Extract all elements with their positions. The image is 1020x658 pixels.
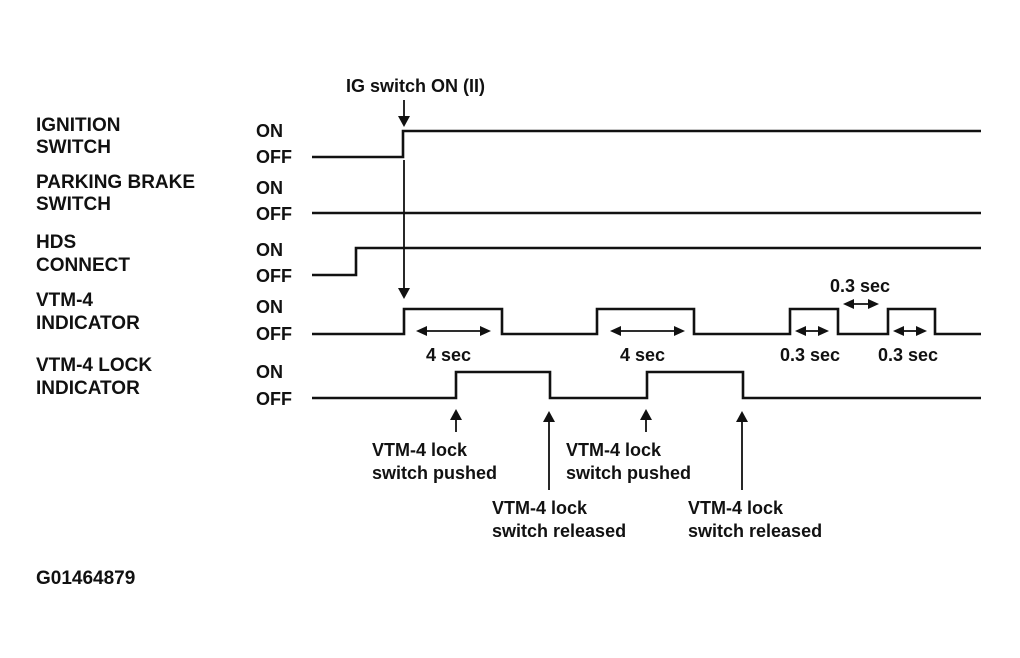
parking-brake-switch-label: PARKING BRAKE SWITCH	[36, 172, 200, 215]
parking-off-label: OFF	[256, 204, 292, 224]
lock-switch-released-caption-2: VTM-4 lock switch released	[688, 498, 822, 541]
lock-off-label: OFF	[256, 389, 292, 409]
vtm4-4sec-label-1: 4 sec	[426, 345, 471, 365]
blink-on-label-1: 0.3 sec	[780, 345, 840, 365]
vtm4-indicator-label: VTM-4 INDICATOR	[36, 290, 140, 334]
figure-code: G01464879	[36, 568, 135, 589]
lock-on-label: ON	[256, 362, 283, 382]
ignition-off-label: OFF	[256, 147, 292, 167]
vtm4-lock-indicator-waveform	[312, 370, 981, 400]
vtm4-4sec-label-2: 4 sec	[620, 345, 665, 365]
vtm4-indicator-waveform	[312, 307, 981, 336]
released-arrow-1	[543, 411, 555, 490]
vtm4-on-label: ON	[256, 297, 283, 317]
blink-on-label-2: 0.3 sec	[878, 345, 938, 365]
vtm4-lock-indicator-label: VTM-4 LOCK INDICATOR	[36, 355, 157, 399]
vtm4-off-label: OFF	[256, 324, 292, 344]
ig-switch-arrow-to-ignition	[398, 100, 410, 127]
ig-switch-arrow-to-vtm4	[398, 160, 410, 299]
released-arrow-2	[736, 411, 748, 490]
ignition-on-label: ON	[256, 121, 283, 141]
parking-on-label: ON	[256, 178, 283, 198]
blink-on-dimension-1	[795, 326, 829, 336]
lock-switch-pushed-caption-1: VTM-4 lock switch pushed	[372, 440, 497, 483]
blink-gap-dimension	[843, 299, 879, 309]
hds-off-label: OFF	[256, 266, 292, 286]
vtm4-4sec-dimension-1	[416, 326, 491, 336]
ignition-switch-waveform	[312, 129, 981, 159]
lock-switch-pushed-caption-2: VTM-4 lock switch pushed	[566, 440, 691, 483]
hds-connect-label: HDS CONNECT	[36, 232, 130, 276]
blink-on-dimension-2	[893, 326, 927, 336]
pushed-arrow-1	[450, 409, 462, 432]
blink-gap-label: 0.3 sec	[830, 276, 890, 296]
ignition-switch-label: IGNITION SWITCH	[36, 115, 126, 158]
hds-connect-waveform	[312, 246, 981, 277]
hds-on-label: ON	[256, 240, 283, 260]
lock-switch-released-caption-1: VTM-4 lock switch released	[492, 498, 626, 541]
ig-switch-on-annotation: IG switch ON (II)	[346, 76, 485, 96]
vtm4-4sec-dimension-2	[610, 326, 685, 336]
pushed-arrow-2	[640, 409, 652, 432]
